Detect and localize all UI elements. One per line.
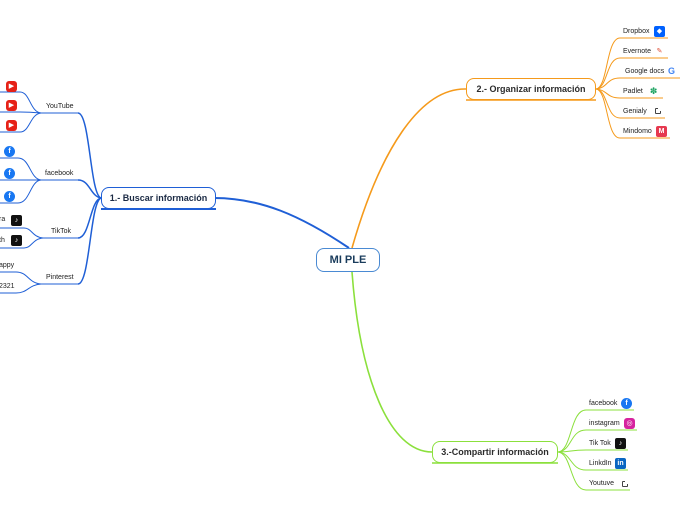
root-node[interactable]: MI PLE	[316, 248, 380, 272]
padlet-icon: ✽	[648, 86, 659, 97]
leaf-youtuve[interactable]: Youtuve	[589, 480, 615, 487]
linkedin-icon: in	[615, 458, 626, 469]
leaf-padlet[interactable]: Padlet	[623, 88, 643, 95]
youtube-icon: ▶	[6, 81, 17, 92]
pinterest-leaf-2[interactable]: 2321	[0, 283, 15, 290]
instagram-icon: ◎	[624, 418, 635, 429]
leaf-dropbox[interactable]: Dropbox	[623, 28, 650, 35]
tiktok-leaf-1[interactable]: ra	[0, 216, 6, 223]
google-icon: G	[666, 66, 677, 77]
dropbox-icon: ◆	[654, 26, 665, 37]
leaf-google-docs[interactable]: Google docs	[625, 68, 665, 75]
external-link-icon[interactable]	[622, 480, 629, 487]
pinterest-leaf-1[interactable]: appy	[0, 262, 15, 269]
tiktok-icon: ♪	[11, 215, 22, 226]
group-youtube[interactable]: YouTube	[46, 103, 74, 110]
group-tiktok[interactable]: TikTok	[51, 228, 71, 235]
facebook-icon: f	[4, 146, 15, 157]
facebook-icon: f	[4, 191, 15, 202]
leaf-facebook[interactable]: facebook	[589, 400, 618, 407]
leaf-tiktok[interactable]: Tik Tok	[589, 440, 611, 447]
group-pinterest[interactable]: Pinterest	[46, 274, 74, 281]
branch-compartir-informacion[interactable]: 3.-Compartir información	[432, 441, 558, 463]
tiktok-icon: ♪	[615, 438, 626, 449]
facebook-icon: f	[4, 168, 15, 179]
tiktok-leaf-2[interactable]: th	[0, 237, 5, 244]
evernote-icon: ✎	[654, 46, 665, 57]
leaf-genialy[interactable]: Genialy	[623, 108, 647, 115]
branch-buscar-informacion[interactable]: 1.- Buscar información	[101, 187, 216, 209]
youtube-icon: ▶	[6, 120, 17, 131]
tiktok-icon: ♪	[11, 235, 22, 246]
group-facebook[interactable]: facebook	[45, 170, 74, 177]
leaf-evernote[interactable]: Evernote	[623, 48, 652, 55]
mindomo-icon: M	[656, 126, 667, 137]
youtube-icon: ▶	[6, 100, 17, 111]
external-link-icon[interactable]	[655, 107, 662, 114]
branch-organizar-informacion[interactable]: 2.- Organizar información	[466, 78, 596, 100]
leaf-linkedin[interactable]: LinkdIn	[589, 460, 612, 467]
leaf-mindomo[interactable]: Mindomo	[623, 128, 652, 135]
leaf-instagram[interactable]: instagram	[589, 420, 620, 427]
facebook-icon: f	[621, 398, 632, 409]
